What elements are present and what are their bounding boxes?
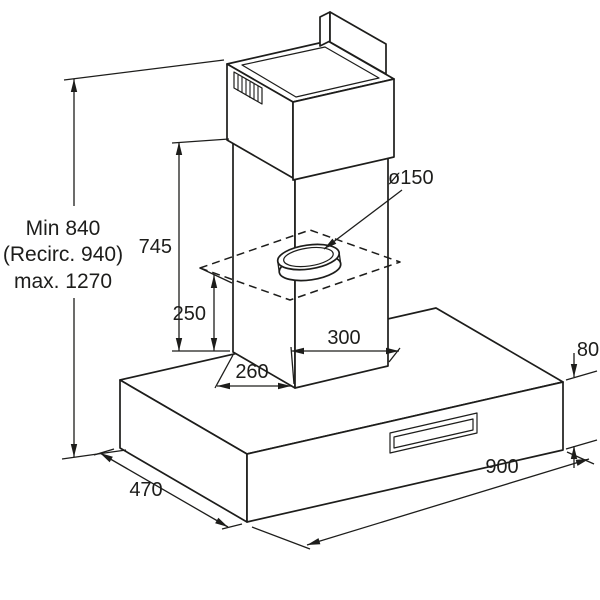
extension-line-right: [221, 523, 243, 530]
section-plane-outline: [199, 229, 401, 301]
label-overall-max: max. 1270: [14, 270, 112, 293]
label-260: 260: [235, 361, 268, 383]
extension-line-left: [251, 526, 311, 550]
extension-line-top: [171, 138, 230, 144]
label-duct-diameter: ø150: [388, 167, 434, 189]
wall-bracket-tab: [319, 11, 331, 47]
extension-line-top: [199, 267, 233, 284]
duct-outlet: [276, 243, 342, 282]
control-panel-inner: [393, 418, 474, 449]
dim-duct-diameter: ø150: [323, 167, 434, 250]
dim-body-width: 900: [251, 451, 595, 550]
wall-bracket-panel: [329, 11, 387, 75]
dim-chimney-depth: 260: [214, 354, 291, 390]
extension-line-bottom: [565, 439, 598, 450]
dim-body-depth: 470: [93, 448, 243, 530]
vent-grille-frame: [233, 71, 263, 105]
label-overall-recirc: (Recirc. 940): [3, 243, 123, 266]
dim-overall-height: Min 840 (Recirc. 940) max. 1270: [3, 59, 225, 460]
dim-outlet-height: 250: [173, 267, 233, 351]
label-900: 900: [485, 456, 518, 478]
duct-cylinder-top: [276, 243, 341, 271]
duct-inner-rim: [283, 246, 334, 268]
chimney-upper-section: [226, 11, 395, 181]
label-745: 745: [139, 236, 172, 258]
dim-body-height: 80: [565, 339, 599, 468]
control-panel: [389, 412, 478, 454]
extension-line-right: [566, 451, 595, 465]
chimney-top-opening: [241, 46, 380, 98]
label-overall-min: Min 840: [26, 217, 101, 240]
label-470: 470: [129, 479, 162, 501]
vent-grille: [233, 71, 263, 105]
chimney-upper-front-face: [292, 78, 395, 181]
extension-line-top: [63, 59, 225, 81]
dim-chimney-height: 745: [139, 138, 230, 352]
extension-line-left: [93, 448, 115, 456]
label-300: 300: [327, 327, 360, 349]
control-panel-recess: [389, 412, 478, 454]
section-plane: [199, 229, 401, 301]
leader-line: [323, 189, 403, 250]
label-80: 80: [577, 339, 599, 361]
extension-line-left: [214, 354, 234, 389]
dimension-line: [306, 458, 590, 546]
extension-line-top: [565, 370, 598, 381]
dimension-line: [99, 452, 229, 528]
dim-chimney-width: 300: [290, 327, 401, 385]
label-250: 250: [173, 303, 206, 325]
